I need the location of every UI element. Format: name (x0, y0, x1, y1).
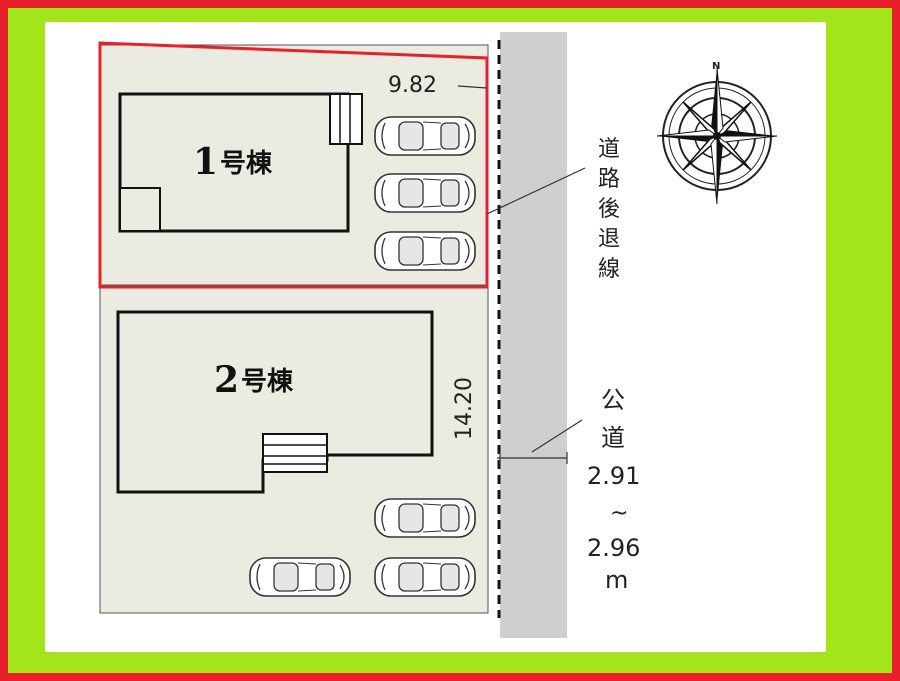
public-road-label: 公 道 2.91 ~ 2.96 m (587, 386, 640, 594)
car-icon (374, 498, 476, 538)
dimension-depth-side: 14.20 (452, 377, 477, 440)
compass-rose-icon (656, 67, 778, 205)
car-icon (249, 557, 351, 597)
building-1-entrance (119, 187, 161, 232)
setback-leader-line (486, 167, 586, 215)
public-road (500, 32, 567, 638)
svg-text:路: 路 (598, 167, 620, 192)
road-setback-label: 道 路 後 退 線 (598, 137, 620, 282)
building-2-stairs (262, 433, 328, 473)
building-1-outline (118, 92, 350, 233)
svg-text:2.91: 2.91 (587, 462, 640, 490)
lot-1-highlight (98, 41, 489, 289)
svg-text:道: 道 (598, 137, 620, 162)
svg-text:線: 線 (598, 257, 620, 282)
svg-text:道: 道 (601, 424, 625, 452)
svg-text:公: 公 (601, 386, 625, 414)
car-icon (374, 231, 476, 271)
svg-text:m: m (605, 566, 628, 594)
svg-text:~: ~ (610, 501, 628, 526)
building-1-label: 号棟 (220, 149, 273, 179)
car-icon (374, 557, 476, 597)
building-2-label: 号棟 (241, 367, 294, 397)
building-1-stairs (329, 93, 363, 145)
road-leader-line (531, 419, 583, 453)
building-2-number: 2 (214, 359, 239, 401)
svg-text:退: 退 (598, 227, 620, 252)
dimension-width-top: 9.82 (388, 73, 437, 98)
svg-text:後: 後 (598, 197, 620, 222)
svg-text:2.96: 2.96 (587, 534, 640, 562)
compass-north-label: N (712, 61, 720, 72)
car-icon (374, 173, 476, 213)
car-icon (374, 116, 476, 156)
dimension-leader (457, 85, 488, 89)
building-1-number: 1 (193, 141, 218, 183)
